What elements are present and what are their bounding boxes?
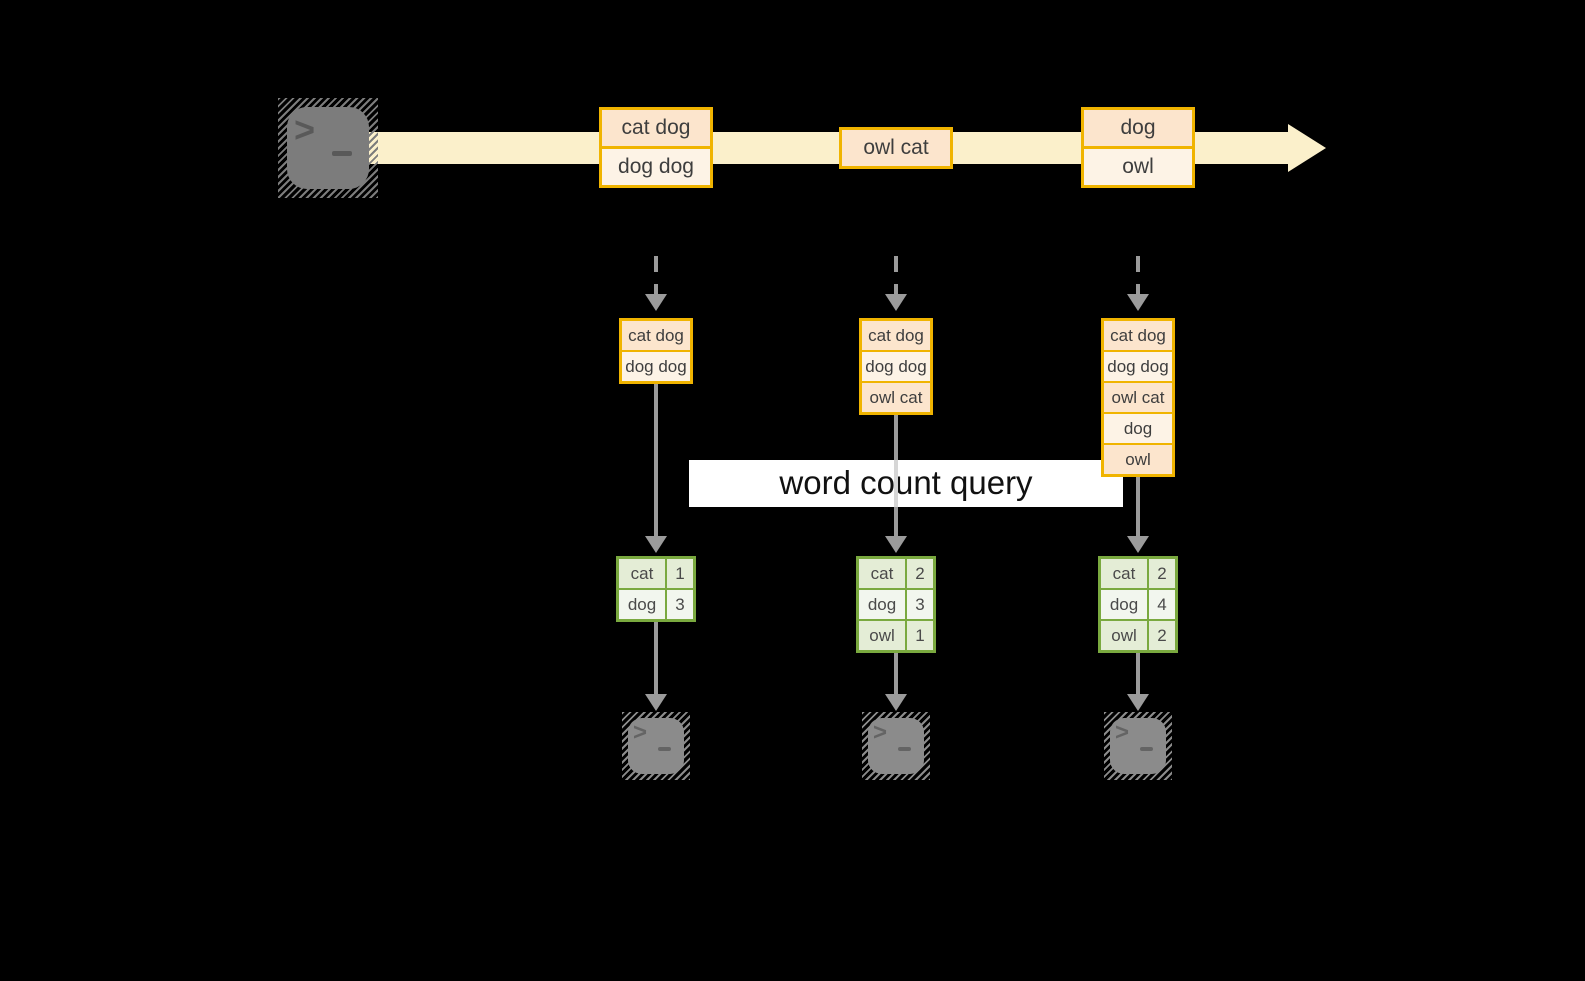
wordcount-table-3: cat 2 dog 4 owl 2 (1098, 556, 1178, 653)
terminal-sink-icon: > (622, 712, 690, 780)
stream-timeline-arrowhead-icon (1288, 124, 1326, 172)
prompt-chevron-icon: > (294, 109, 316, 150)
state-stack-2: cat dog dog dog owl cat (859, 318, 933, 415)
word-cell: owl (1101, 621, 1147, 650)
query-arrow-head-icon (1127, 536, 1149, 553)
count-row: cat 1 (619, 559, 693, 588)
terminal-body (868, 718, 924, 774)
count-cell: 2 (1149, 559, 1175, 588)
prompt-chevron-icon: > (633, 719, 648, 746)
state-row: dog dog (622, 352, 690, 381)
query-label-band: word count query (689, 460, 1123, 507)
terminal-sink-icon: > (1104, 712, 1172, 780)
state-row: owl (1104, 445, 1172, 474)
word-cell: cat (1101, 559, 1147, 588)
count-row: cat 2 (1101, 559, 1175, 588)
dashed-arrow-line (1136, 256, 1140, 294)
count-row: dog 3 (859, 590, 933, 619)
wordcount-table-2: cat 2 dog 3 owl 1 (856, 556, 936, 653)
query-arrow-head-icon (645, 536, 667, 553)
count-cell: 1 (907, 621, 933, 650)
prompt-cursor-icon (898, 747, 911, 751)
output-arrow-line (654, 622, 658, 694)
event-line: cat dog (602, 110, 710, 146)
prompt-chevron-icon: > (873, 719, 888, 746)
output-arrow-line (894, 653, 898, 694)
event-box-3: dog owl (1081, 107, 1195, 188)
dashed-arrow-line (894, 256, 898, 294)
event-box-1: cat dog dog dog (599, 107, 713, 188)
count-row: cat 2 (859, 559, 933, 588)
state-row: cat dog (622, 321, 690, 350)
output-arrow-head-icon (885, 694, 907, 711)
arrow-through-band (894, 460, 898, 507)
word-cell: dog (619, 590, 665, 619)
terminal-body (628, 718, 684, 774)
wordcount-table-1: cat 1 dog 3 (616, 556, 696, 622)
dashed-arrow-head-icon (885, 294, 907, 311)
dashed-arrow-line (654, 256, 658, 294)
state-row: owl cat (1104, 383, 1172, 412)
prompt-chevron-icon: > (1115, 719, 1130, 746)
dashed-arrow-head-icon (645, 294, 667, 311)
count-row: owl 1 (859, 621, 933, 650)
query-arrow-line (654, 384, 658, 536)
output-arrow-head-icon (645, 694, 667, 711)
event-box-2: owl cat (839, 127, 953, 169)
prompt-cursor-icon (1140, 747, 1153, 751)
word-cell: dog (1101, 590, 1147, 619)
prompt-cursor-icon (658, 747, 671, 751)
count-cell: 2 (907, 559, 933, 588)
word-cell: cat (859, 559, 905, 588)
event-line: owl (1084, 149, 1192, 185)
terminal-body (1110, 718, 1166, 774)
event-line: owl cat (842, 130, 950, 166)
word-cell: cat (619, 559, 665, 588)
state-row: dog (1104, 414, 1172, 443)
state-row: dog dog (1104, 352, 1172, 381)
count-cell: 3 (907, 590, 933, 619)
count-row: owl 2 (1101, 621, 1175, 650)
terminal-source-icon: > (278, 98, 378, 198)
count-cell: 1 (667, 559, 693, 588)
state-row: owl cat (862, 383, 930, 412)
count-row: dog 4 (1101, 590, 1175, 619)
prompt-cursor-icon (332, 151, 352, 156)
query-arrow-head-icon (885, 536, 907, 553)
query-label: word count query (779, 464, 1033, 501)
count-row: dog 3 (619, 590, 693, 619)
event-line: dog (1084, 110, 1192, 146)
dashed-arrow-head-icon (1127, 294, 1149, 311)
terminal-sink-icon: > (862, 712, 930, 780)
count-cell: 4 (1149, 590, 1175, 619)
state-row: cat dog (1104, 321, 1172, 350)
word-cell: owl (859, 621, 905, 650)
count-cell: 3 (667, 590, 693, 619)
count-cell: 2 (1149, 621, 1175, 650)
output-arrow-head-icon (1127, 694, 1149, 711)
query-arrow-line (1136, 477, 1140, 536)
state-stack-1: cat dog dog dog (619, 318, 693, 384)
state-row: cat dog (862, 321, 930, 350)
event-line: dog dog (602, 149, 710, 185)
state-row: dog dog (862, 352, 930, 381)
output-arrow-line (1136, 653, 1140, 694)
state-stack-3: cat dog dog dog owl cat dog owl (1101, 318, 1175, 477)
word-cell: dog (859, 590, 905, 619)
terminal-body (287, 107, 369, 189)
